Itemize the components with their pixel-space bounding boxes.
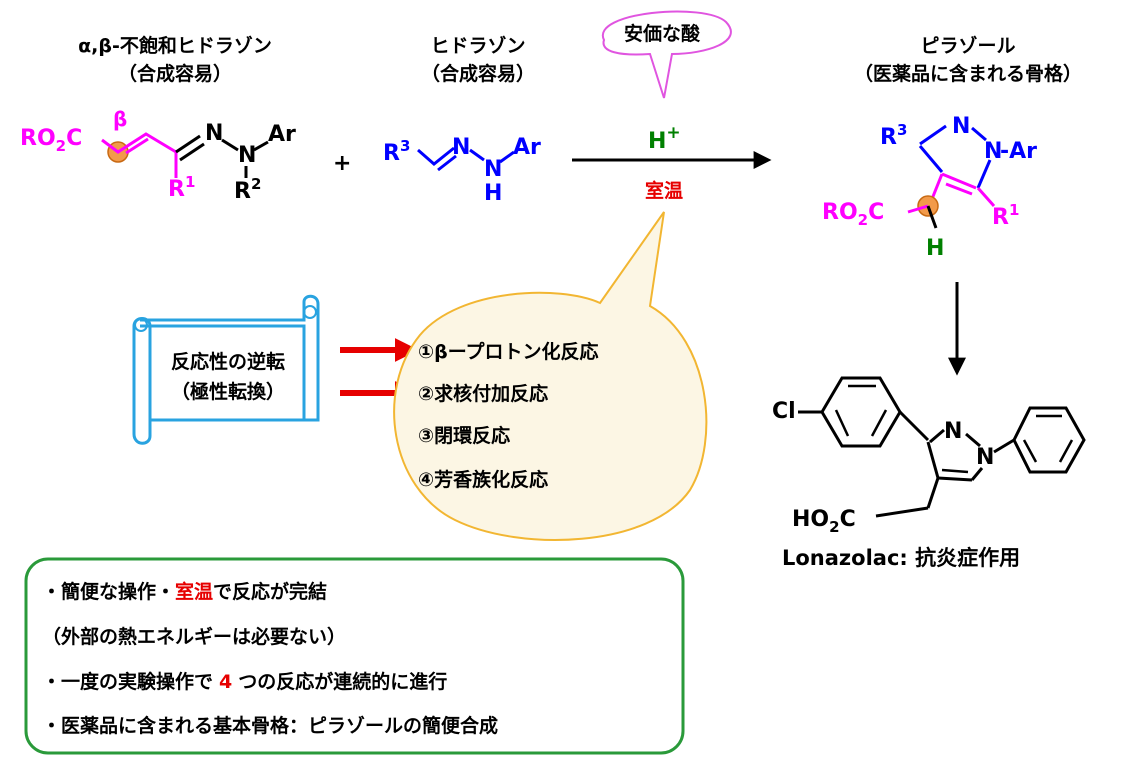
summary-box: ・簡便な操作・室温で反応が完結 （外部の熱エネルギーは必要ない） ・一度の実験操… — [24, 557, 685, 755]
scroll-line2: （極性転換） — [171, 380, 285, 403]
reactant1-ro2c: RO2C — [20, 126, 82, 155]
plus-sign: + — [333, 151, 351, 176]
product-r3: R3 — [880, 121, 907, 150]
beta-label: β — [113, 107, 127, 131]
reactant2-n2: N — [484, 157, 502, 182]
reactant1-title: α,β-不飽和ヒドラゾン — [78, 34, 272, 57]
summary-line1: ・簡便な操作・室温で反応が完結 — [42, 580, 327, 603]
steps-callout: ①βープロトン化反応 ②求核付加反応 ③閉環反応 ④芳香族化反応 — [393, 211, 708, 541]
summary-line4: ・医薬品に含まれる基本骨格：ピラゾールの簡便合成 — [42, 714, 498, 737]
reactant2-subtitle: （合成容易） — [421, 62, 535, 85]
product-n2: N — [984, 139, 1002, 164]
reactant2-n1: N — [452, 135, 470, 160]
lonazolac-ho2c: HO2C — [792, 507, 856, 536]
product-ro2c: RO2C — [822, 200, 884, 229]
summary-line2: （外部の熱エネルギーは必要ない） — [42, 625, 346, 648]
step-1: ①βープロトン化反応 — [418, 340, 599, 363]
lonazolac-n2: N — [976, 445, 994, 470]
reactant1-ar: Ar — [268, 122, 296, 147]
reactant2-ar: Ar — [513, 135, 541, 160]
acid-bubble: 安価な酸 — [601, 10, 732, 99]
scroll-box: 反応性の逆転 （極性転換） — [132, 294, 320, 445]
product-r1: R1 — [992, 201, 1019, 230]
lonazolac-caption: Lonazolac: 抗炎症作用 — [782, 546, 1020, 570]
product-title: ピラゾール — [920, 35, 1015, 57]
lonazolac-n1: N — [944, 419, 962, 444]
acid-label: 安価な酸 — [624, 22, 701, 45]
reactant2-title: ヒドラゾン — [430, 35, 525, 57]
product-n1: N — [952, 114, 970, 139]
lonazolac-structure: Cl N N HO2C — [772, 376, 1086, 536]
reactant1-n2: N — [238, 143, 256, 168]
step-4: ④芳香族化反応 — [418, 468, 548, 491]
scroll-line1: 反応性の逆転 — [171, 350, 285, 373]
product-h: H — [926, 236, 944, 261]
reactant2-r3: R3 — [383, 137, 410, 166]
reactant2-structure: R3 N N Ar H — [383, 135, 541, 206]
reactant1-r1: R1 — [168, 173, 195, 202]
reactant1-r2: R2 — [234, 175, 261, 204]
condition-label: 室温 — [645, 179, 683, 202]
reactant1-n1: N — [205, 121, 223, 146]
product-ar: -Ar — [1000, 139, 1037, 164]
product-subtitle: （医薬品に含まれる骨格） — [854, 62, 1082, 85]
proton-label: H+ — [648, 123, 681, 154]
reactant2-h: H — [484, 181, 502, 206]
step-2: ②求核付加反応 — [418, 382, 548, 405]
product-structure: R3 N N -Ar R1 RO2C H — [822, 114, 1037, 261]
reactant1-subtitle: （合成容易） — [118, 62, 232, 85]
lonazolac-cl: Cl — [772, 399, 796, 424]
step-3: ③閉環反応 — [418, 424, 510, 447]
reactant1-structure: RO2C β R1 N N Ar R2 — [20, 107, 296, 204]
